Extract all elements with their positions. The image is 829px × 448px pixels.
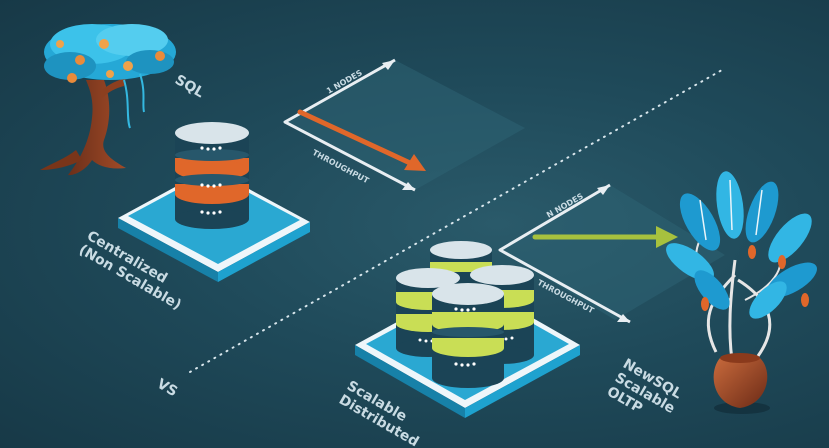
sql-trend-arrow	[297, 109, 413, 166]
newsql-axes	[498, 183, 631, 324]
newsql-server-front	[432, 283, 504, 388]
sql-tree	[40, 24, 176, 176]
newsql-plant	[666, 171, 817, 414]
sql-throughput-chart	[283, 58, 525, 192]
sql-axes	[283, 58, 416, 192]
newsql-throughput-chart	[498, 183, 725, 324]
sql-server-stack	[175, 122, 249, 229]
